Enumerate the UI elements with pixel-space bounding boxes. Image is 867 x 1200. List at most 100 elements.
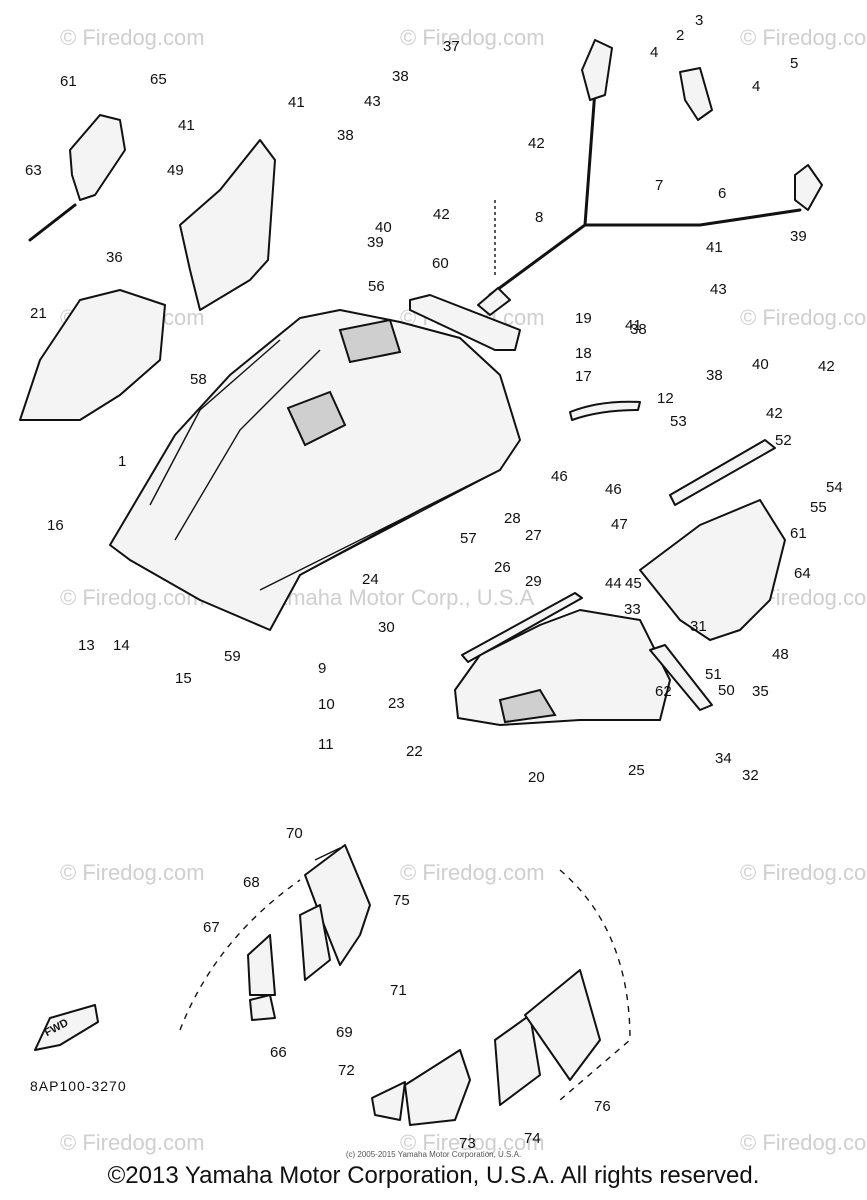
callout-27: 27 — [525, 527, 542, 544]
callout-19: 19 — [575, 310, 592, 327]
callout-53: 53 — [670, 413, 687, 430]
copyright-footer: ©2013 Yamaha Motor Corporation, U.S.A. A… — [107, 1162, 760, 1189]
callout-39: 39 — [790, 228, 807, 245]
callout-62: 62 — [655, 683, 672, 700]
callout-30: 30 — [378, 619, 395, 636]
callout-12: 12 — [657, 390, 674, 407]
callout-42: 42 — [818, 358, 835, 375]
side-panel-part — [179, 139, 276, 311]
callout-47: 47 — [611, 516, 628, 533]
callout-14: 14 — [113, 637, 130, 654]
callout-61: 61 — [790, 525, 807, 542]
callout-6: 6 — [718, 185, 726, 202]
callout-46: 46 — [551, 468, 568, 485]
callout-22: 22 — [406, 743, 423, 760]
callout-58: 58 — [190, 371, 207, 388]
callout-42: 42 — [766, 405, 783, 422]
callout-5: 5 — [790, 55, 798, 72]
callout-60: 60 — [432, 255, 449, 272]
callout-38: 38 — [630, 321, 647, 338]
callout-41: 41 — [706, 239, 723, 256]
callout-73: 73 — [459, 1135, 476, 1152]
callout-61: 61 — [60, 73, 77, 90]
callout-56: 56 — [368, 278, 385, 295]
callout-1: 1 — [118, 453, 126, 470]
left-cover-part — [19, 289, 166, 421]
callout-33: 33 — [624, 601, 641, 618]
callout-64: 64 — [794, 565, 811, 582]
callout-52: 52 — [775, 432, 792, 449]
callout-51: 51 — [705, 666, 722, 683]
callout-26: 26 — [494, 559, 511, 576]
callout-28: 28 — [504, 510, 521, 527]
callout-34: 34 — [715, 750, 732, 767]
callout-38: 38 — [337, 127, 354, 144]
watermark-text: © Firedog.com — [60, 25, 205, 50]
callout-59: 59 — [224, 648, 241, 665]
callout-39: 39 — [367, 234, 384, 251]
callout-20: 20 — [528, 769, 545, 786]
hood-part — [109, 309, 521, 631]
callout-32: 32 — [742, 767, 759, 784]
callout-3: 3 — [695, 12, 703, 29]
front-section-part — [454, 609, 671, 726]
callout-11: 11 — [318, 736, 334, 753]
right-panel-part — [639, 499, 786, 641]
callout-31: 31 — [690, 618, 707, 635]
callout-54: 54 — [826, 479, 843, 496]
callout-46: 46 — [605, 481, 622, 498]
callout-8: 8 — [535, 209, 543, 226]
callout-40: 40 — [752, 356, 769, 373]
callout-4: 4 — [650, 44, 658, 61]
watermark-text: © Firedog.com — [400, 1130, 545, 1155]
watermark-text: © Firedog.com — [740, 1130, 867, 1155]
callout-43: 43 — [364, 93, 381, 110]
callout-70: 70 — [286, 825, 303, 842]
callout-41: 41 — [625, 317, 642, 334]
fwd-arrow-icon — [34, 1004, 99, 1051]
tiny-copyright: (c) 2005-2015 Yamaha Motor Corporation, … — [345, 1150, 522, 1159]
callout-63: 63 — [25, 162, 42, 179]
callout-4: 4 — [752, 78, 760, 95]
callout-42: 42 — [433, 206, 450, 223]
callout-35: 35 — [752, 683, 769, 700]
callout-45: 45 — [625, 575, 642, 592]
callout-43: 43 — [710, 281, 727, 298]
callout-25: 25 — [628, 762, 645, 779]
callout-68: 68 — [243, 874, 260, 891]
callout-67: 67 — [203, 919, 220, 936]
callout-15: 15 — [175, 670, 192, 687]
callout-13: 13 — [78, 637, 95, 654]
callout-48: 48 — [772, 646, 789, 663]
callout-75: 75 — [393, 892, 410, 909]
callout-57: 57 — [460, 530, 477, 547]
callout-24: 24 — [362, 571, 379, 588]
watermark-text: © Firedog.com — [60, 860, 205, 885]
watermark-text: © Firedog.com — [740, 860, 867, 885]
callout-21: 21 — [30, 305, 47, 322]
callout-65: 65 — [150, 71, 167, 88]
callout-49: 49 — [167, 162, 184, 179]
callout-74: 74 — [524, 1130, 541, 1147]
callout-41: 41 — [288, 94, 305, 111]
callout-71: 71 — [390, 982, 407, 999]
callout-44: 44 — [605, 575, 622, 592]
callout-29: 29 — [525, 573, 542, 590]
callout-76: 76 — [594, 1098, 611, 1115]
callout-41: 41 — [178, 117, 195, 134]
callout-37: 37 — [443, 38, 460, 55]
callout-36: 36 — [106, 249, 123, 266]
callout-69: 69 — [336, 1024, 353, 1041]
watermark-text: © Firedog.com — [740, 305, 867, 330]
callout-38: 38 — [392, 68, 409, 85]
callout-40: 40 — [375, 219, 392, 236]
callout-66: 66 — [270, 1044, 287, 1061]
callout-50: 50 — [718, 682, 735, 699]
watermark-text: © Firedog.com — [400, 860, 545, 885]
watermark-text: © Firedog.com — [60, 1130, 205, 1155]
callout-2: 2 — [676, 27, 684, 44]
callout-16: 16 — [47, 517, 64, 534]
callout-23: 23 — [388, 695, 405, 712]
